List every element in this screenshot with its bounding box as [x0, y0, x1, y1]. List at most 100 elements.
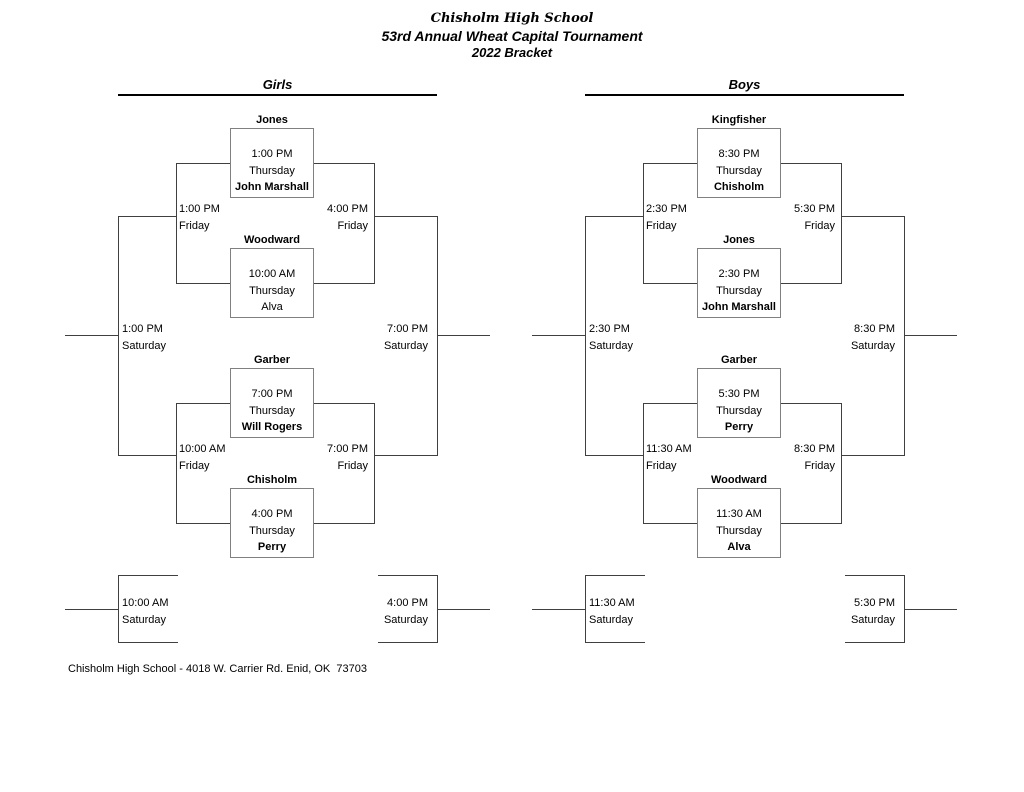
- friday-game-label-time: 5:30 PM: [794, 203, 835, 215]
- friday-game-label-day: Friday: [804, 460, 835, 472]
- game-day: Thursday: [716, 525, 762, 537]
- saturday-consolation-label: 11:30 AM Saturday: [589, 595, 635, 629]
- friday-game-label: 5:30 PM Friday: [725, 201, 835, 235]
- game-day: Thursday: [716, 285, 762, 297]
- game-box: [230, 248, 314, 318]
- page-title-tournament: 53rd Annual Wheat Capital Tournament: [381, 28, 643, 44]
- game-day: Thursday: [249, 165, 295, 177]
- game-time: 10:00 AM: [248, 268, 296, 280]
- friday-game-label-day: Friday: [804, 220, 835, 232]
- page-title-school: Chisholm High School: [430, 11, 594, 26]
- game-box: [697, 488, 781, 558]
- friday-game-label-day: Friday: [646, 220, 677, 232]
- bracket-line: [904, 575, 905, 643]
- game-box: [230, 488, 314, 558]
- team-name-bottom: Alva: [727, 541, 751, 553]
- bracket-line: [176, 163, 230, 164]
- friday-game-label-time: 2:30 PM: [646, 203, 687, 215]
- team-name-top: Kingfisher: [711, 114, 767, 126]
- game-time: 1:00 PM: [251, 148, 293, 160]
- game-time: 8:30 PM: [718, 148, 760, 160]
- game-box: [230, 128, 314, 198]
- team-name-top: Jones: [723, 234, 755, 246]
- bracket-line: [378, 575, 438, 576]
- bracket-line: [643, 163, 644, 284]
- team-name-top: Jones: [256, 114, 288, 126]
- bracket-line: [841, 216, 905, 217]
- saturday-consolation-label-day: Saturday: [383, 614, 428, 626]
- page-title-bracket-year: 2022 Bracket: [471, 45, 553, 60]
- game-day: Thursday: [716, 165, 762, 177]
- bracket-line: [585, 455, 643, 456]
- game-time: 2:30 PM: [718, 268, 760, 280]
- footer-address: Chisholm High School - 4018 W. Carrier R…: [68, 663, 367, 675]
- game-day: Thursday: [249, 525, 295, 537]
- team-name-top: Garber: [253, 354, 291, 366]
- game-time: 5:30 PM: [718, 388, 760, 400]
- bracket-line: [176, 523, 230, 524]
- bracket-line: [65, 609, 118, 610]
- friday-game-label-day: Friday: [337, 220, 368, 232]
- bracket-line: [118, 575, 178, 576]
- bracket-line: [780, 283, 841, 284]
- bracket-line: [841, 403, 842, 524]
- friday-game-label: 4:00 PM Friday: [258, 201, 368, 235]
- team-name-top: Woodward: [243, 234, 300, 246]
- friday-game-label-time: 8:30 PM: [794, 443, 835, 455]
- game-box: [697, 248, 781, 318]
- bracket-line: [313, 283, 374, 284]
- game-box: [697, 368, 781, 438]
- bracket-line: [176, 403, 177, 524]
- bracket-line: [841, 163, 842, 284]
- bracket-line: [643, 283, 697, 284]
- saturday-consolation-label-day: Saturday: [589, 614, 634, 626]
- bracket-line: [780, 523, 841, 524]
- bracket-line: [437, 575, 438, 643]
- bracket-line: [904, 216, 905, 456]
- game-box: [697, 128, 781, 198]
- bracket-line: [780, 163, 841, 164]
- bracket-line: [374, 455, 438, 456]
- game-day: Thursday: [249, 285, 295, 297]
- bracket-header: Girls: [262, 77, 293, 92]
- team-name-bottom: Perry: [724, 421, 754, 433]
- bracket-line: [905, 335, 957, 336]
- bracket-line: [118, 642, 178, 643]
- friday-game-label-time: 7:00 PM: [327, 443, 368, 455]
- bracket-line: [643, 523, 697, 524]
- game-box: [230, 368, 314, 438]
- bracket-line: [585, 575, 586, 643]
- team-name-top: Garber: [720, 354, 758, 366]
- saturday-game-label-day: Saturday: [383, 340, 428, 352]
- saturday-game-label-time: 1:00 PM: [122, 323, 163, 335]
- saturday-game-label-day: Saturday: [589, 340, 634, 352]
- bracket-line: [378, 642, 438, 643]
- team-name-bottom: Alva: [261, 301, 283, 313]
- bracket-line: [118, 575, 119, 643]
- bracket-line: [118, 455, 176, 456]
- saturday-game-label-day: Saturday: [850, 340, 895, 352]
- friday-game-label-time: 10:00 AM: [179, 443, 226, 455]
- header-underline: [585, 94, 904, 96]
- bracket-line: [176, 403, 230, 404]
- bracket-line: [374, 216, 438, 217]
- saturday-consolation-label-time: 11:30 AM: [589, 597, 635, 609]
- bracket-line: [532, 609, 585, 610]
- friday-game-label-day: Friday: [179, 460, 210, 472]
- friday-game-label-time: 4:00 PM: [327, 203, 368, 215]
- team-name-top: Chisholm: [246, 474, 298, 486]
- bracket-line: [643, 163, 697, 164]
- team-name-bottom: Chisholm: [713, 181, 765, 193]
- bracket-header: Boys: [728, 77, 761, 92]
- friday-game-label: 10:00 AM Friday: [179, 441, 225, 475]
- bracket-line: [585, 575, 645, 576]
- team-name-bottom: John Marshall: [235, 181, 309, 193]
